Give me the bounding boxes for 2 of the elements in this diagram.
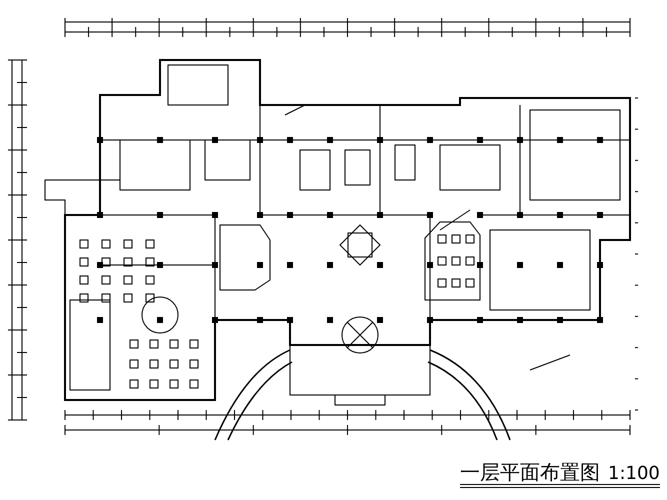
scale-label: 1:100 bbox=[608, 465, 660, 483]
drawing-title: 一层平面布置图 bbox=[460, 462, 600, 482]
